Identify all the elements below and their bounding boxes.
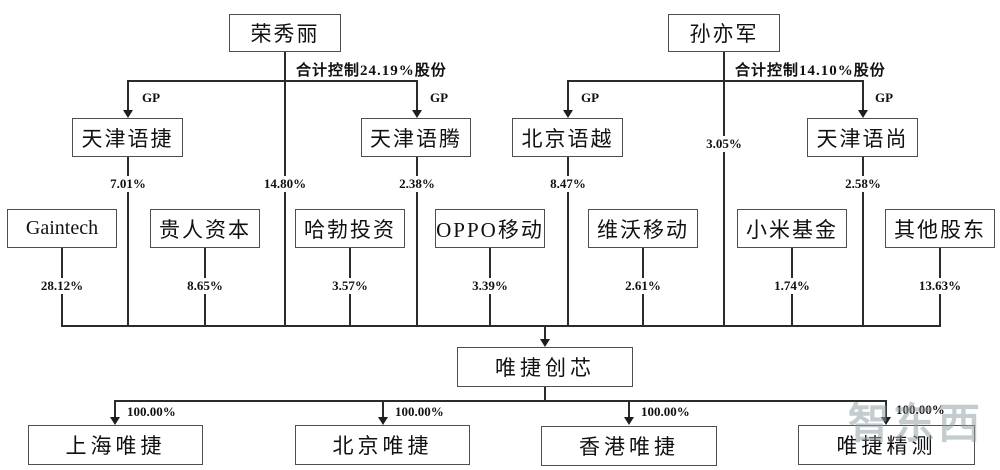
- pct-gaintech: 28.12%: [36, 278, 88, 294]
- arrow-down-icon: [881, 417, 891, 425]
- node-beijing-weijie: 北京唯捷: [295, 425, 470, 465]
- pct-yuteng: 2.38%: [395, 176, 439, 192]
- node-label: 唯捷精测: [836, 434, 937, 458]
- pct-sun-direct: 3.05%: [702, 136, 746, 152]
- node-label: 天津语捷: [81, 126, 174, 151]
- label-rong-control: 合计控制24.19%股份: [294, 59, 449, 80]
- node-tianjin-yushang: 天津语尚: [807, 118, 918, 157]
- node-label: 小米基金: [746, 217, 838, 242]
- pct-yujie: 7.01%: [106, 176, 150, 192]
- node-shanghai-weijie: 上海唯捷: [28, 425, 203, 465]
- connector-gp-crossbar-right: [568, 80, 864, 82]
- connector-subsidiary-drop: [885, 400, 887, 418]
- node-tianjin-yuteng: 天津语腾: [361, 118, 471, 157]
- node-vivo-mobile: 维沃移动: [588, 209, 698, 248]
- node-label: Gaintech: [25, 217, 99, 239]
- node-other-shareholders: 其他股东: [885, 209, 995, 248]
- connector-gp-drop: [567, 80, 569, 111]
- node-label: 孙亦军: [689, 22, 759, 46]
- pct-shanghai: 100.00%: [124, 404, 179, 420]
- label-gp: GP: [579, 90, 602, 106]
- node-hongkong-weijie: 香港唯捷: [541, 426, 717, 466]
- connector-yuteng-stem: [416, 157, 418, 325]
- connector-subsidiary-drop: [382, 400, 384, 418]
- node-label: 北京唯捷: [332, 434, 433, 458]
- pct-jingce: 100.00%: [893, 402, 948, 418]
- node-label: 荣秀丽: [250, 22, 320, 46]
- node-sun-yijun: 孙亦军: [668, 14, 780, 52]
- node-tianjin-yujie: 天津语捷: [72, 118, 183, 157]
- connector-company-stem: [544, 387, 546, 401]
- bus-line-shareholders: [61, 325, 941, 327]
- connector-gp-drop: [416, 80, 418, 111]
- pct-other: 13.63%: [914, 278, 966, 294]
- node-label: 上海唯捷: [65, 434, 166, 458]
- arrow-down-icon: [378, 417, 388, 425]
- node-label: 香港唯捷: [579, 435, 679, 459]
- pct-xiaomi: 1.74%: [770, 278, 814, 294]
- label-sun-control: 合计控制14.10%股份: [733, 59, 888, 80]
- arrow-down-icon: [123, 110, 133, 118]
- node-label: 贵人资本: [159, 217, 251, 242]
- connector-sun-stem: [723, 52, 725, 325]
- connector-gp-drop: [127, 80, 129, 111]
- pct-yushang: 2.58%: [841, 176, 885, 192]
- connector-subsidiary-drop: [628, 400, 630, 418]
- arrow-down-icon: [858, 110, 868, 118]
- node-label: 哈勃投资: [304, 217, 396, 242]
- arrow-down-icon: [412, 110, 422, 118]
- connector-company-drop: [544, 325, 546, 340]
- node-label: 天津语腾: [370, 126, 462, 151]
- node-label: 维沃移动: [597, 217, 689, 242]
- arrow-down-icon: [540, 339, 550, 347]
- node-weijie-jingce: 唯捷精测: [798, 425, 975, 465]
- node-label: 唯捷创芯: [495, 356, 595, 380]
- pct-rong-direct: 14.80%: [259, 176, 311, 192]
- arrow-down-icon: [624, 417, 634, 425]
- pct-guiren: 8.65%: [183, 278, 227, 294]
- node-label: 北京语越: [521, 126, 614, 151]
- label-gp: GP: [140, 90, 163, 106]
- node-label: 天津语尚: [816, 126, 909, 151]
- node-gaintech: Gaintech: [7, 209, 117, 248]
- connector-yujie-stem: [127, 157, 129, 325]
- arrow-down-icon: [110, 417, 120, 425]
- connector-yushang-stem: [862, 157, 864, 325]
- pct-habo: 3.57%: [328, 278, 372, 294]
- label-gp: GP: [873, 90, 896, 106]
- node-beijing-yuyue: 北京语越: [512, 118, 623, 157]
- node-habo-investment: 哈勃投资: [295, 209, 405, 248]
- node-oppo-mobile: OPPO移动: [435, 209, 545, 248]
- arrow-down-icon: [563, 110, 573, 118]
- connector-gp-drop: [862, 80, 864, 111]
- node-rong-xiuli: 荣秀丽: [229, 14, 341, 52]
- pct-yuyue: 8.47%: [546, 176, 590, 192]
- node-xiaomi-fund: 小米基金: [737, 209, 847, 248]
- pct-beijing: 100.00%: [392, 404, 447, 420]
- label-gp: GP: [428, 90, 451, 106]
- connector-yuyue-stem: [567, 157, 569, 325]
- connector-gp-crossbar-left: [128, 80, 418, 82]
- pct-oppo: 3.39%: [468, 278, 512, 294]
- node-label: OPPO移动: [436, 217, 544, 242]
- pct-vivo: 2.61%: [621, 278, 665, 294]
- node-weijie-chuangxin: 唯捷创芯: [457, 347, 633, 387]
- connector-subsidiary-drop: [114, 400, 116, 418]
- node-guiren-capital: 贵人资本: [150, 209, 260, 248]
- bus-line-subsidiaries: [115, 400, 887, 402]
- pct-hongkong: 100.00%: [638, 404, 693, 420]
- node-label: 其他股东: [894, 217, 986, 242]
